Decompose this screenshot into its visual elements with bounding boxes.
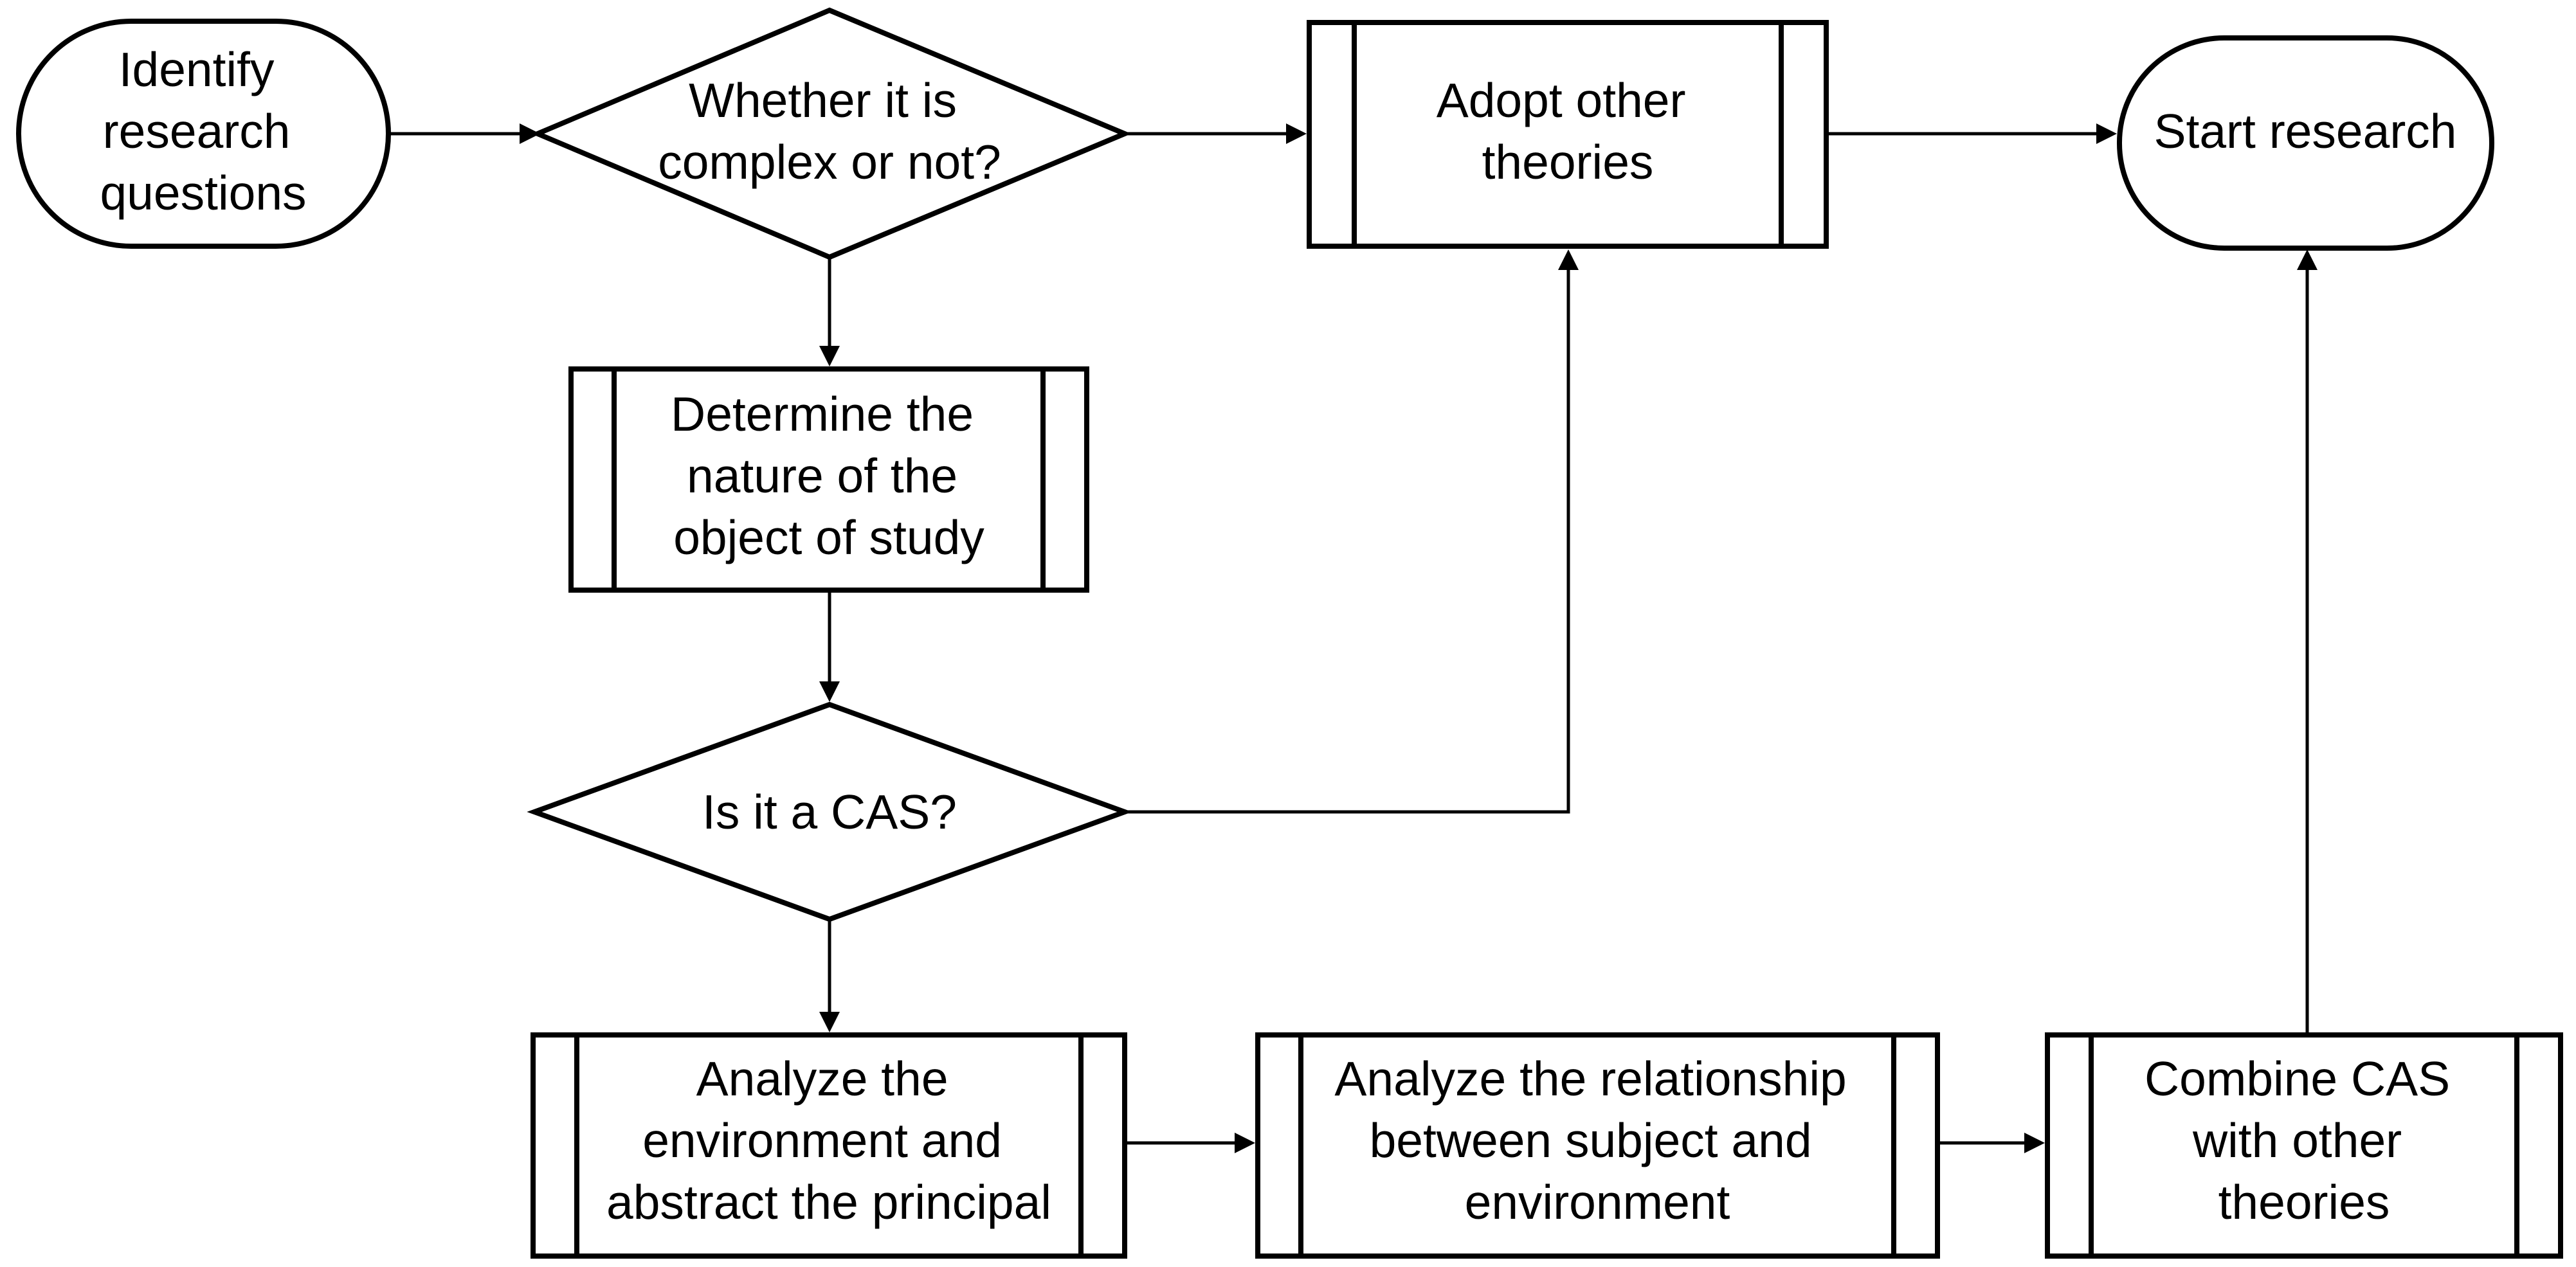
node-cas-label: Is it a CAS? xyxy=(702,785,957,839)
node-combine-line-2: with other xyxy=(2192,1113,2402,1167)
node-adopt-label: Adopt other theories xyxy=(1437,73,1700,189)
node-analyze-rel-line-3: environment xyxy=(1465,1175,1730,1229)
node-start-label: Start research xyxy=(2154,104,2456,158)
node-cas-line-1: Is it a CAS? xyxy=(702,785,957,839)
node-analyze-env-line-3: abstract the principal xyxy=(606,1175,1051,1229)
node-combine-label: Combine CAS with other theories xyxy=(2145,1052,2463,1229)
arrowhead-start-bottom xyxy=(2297,249,2317,270)
node-identify-label: Identify research questions xyxy=(100,42,306,220)
node-complex-line-2: complex or not? xyxy=(658,135,1001,189)
arrowhead-complex-left xyxy=(520,123,540,144)
arrowhead-determine-top xyxy=(819,346,840,366)
node-determine-line-2: nature of the xyxy=(687,449,957,503)
node-adopt-other-theories: Adopt other theories xyxy=(1307,20,1829,249)
edges xyxy=(388,123,2317,1153)
node-start-line-1: Start research xyxy=(2154,104,2456,158)
node-complex-label: Whether it is complex or not? xyxy=(658,73,1001,189)
arrowhead-analyze-rel-left xyxy=(1235,1133,1255,1153)
node-analyze-rel-line-2: between subject and xyxy=(1370,1113,1812,1167)
node-combine-cas: Combine CAS with other theories xyxy=(2045,1032,2563,1259)
node-adopt-line-2: theories xyxy=(1482,135,1654,189)
node-decision-complex: Whether it is complex or not? xyxy=(531,7,1132,260)
node-analyze-rel-line-1: Analyze the relationship xyxy=(1334,1052,1846,1106)
node-complex-line-1: Whether it is xyxy=(689,73,957,127)
node-decision-cas: Is it a CAS? xyxy=(527,701,1132,922)
arrowhead-combine-left xyxy=(2024,1133,2045,1153)
node-analyze-environment: Analyze the environment and abstract the… xyxy=(531,1032,1127,1259)
node-identify-line-1: Identify xyxy=(119,42,275,96)
arrowhead-adopt-left xyxy=(1286,123,1307,144)
node-analyze-rel-label: Analyze the relationship between subject… xyxy=(1334,1052,1860,1229)
node-determine-line-3: object of study xyxy=(673,510,984,564)
node-identify-line-2: research xyxy=(103,104,291,158)
arrowhead-analyze-env-top xyxy=(819,1012,840,1032)
arrowhead-adopt-bottom xyxy=(1558,249,1579,270)
node-determine-label: Determine the nature of the object of st… xyxy=(671,387,987,564)
node-adopt-line-1: Adopt other xyxy=(1437,73,1686,127)
node-analyze-env-line-1: Analyze the xyxy=(696,1052,948,1106)
node-determine-nature: Determine the nature of the object of st… xyxy=(568,366,1089,593)
node-identify-line-3: questions xyxy=(100,166,306,220)
node-combine-line-3: theories xyxy=(2218,1175,2390,1229)
node-analyze-relationship: Analyze the relationship between subject… xyxy=(1255,1032,1940,1259)
edge-cas-to-adopt xyxy=(1125,269,1570,814)
arrowhead-cas-top xyxy=(819,681,840,702)
node-analyze-env-label: Analyze the environment and abstract the… xyxy=(606,1052,1051,1229)
node-start-research: Start research xyxy=(2117,35,2494,251)
node-analyze-env-line-2: environment and xyxy=(642,1113,1002,1167)
node-determine-line-1: Determine the xyxy=(671,387,974,441)
node-identify-research-questions: Identify research questions xyxy=(16,19,391,249)
arrowhead-start-left xyxy=(2096,123,2117,144)
node-combine-line-1: Combine CAS xyxy=(2145,1052,2450,1106)
